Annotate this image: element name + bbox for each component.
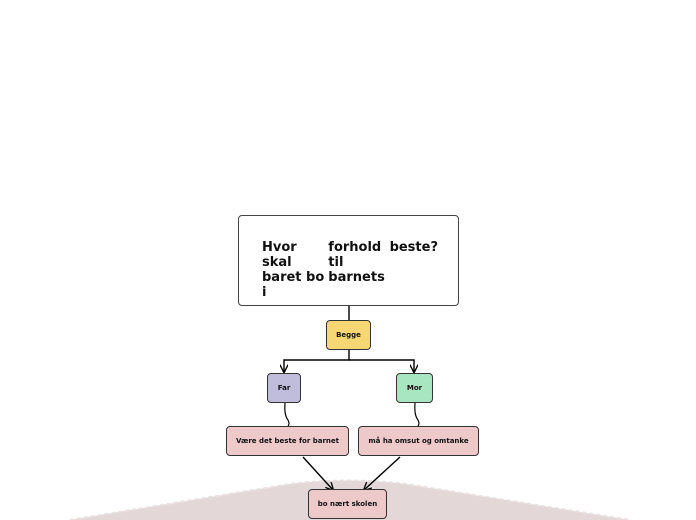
begge-label: Begge bbox=[336, 331, 361, 339]
mor-label: Mor bbox=[406, 384, 423, 392]
connector-far-vaere bbox=[284, 402, 290, 427]
begge-node[interactable]: Begge bbox=[326, 320, 371, 350]
connector-begge-far bbox=[284, 350, 350, 372]
main-topic-line-3: beste? bbox=[389, 240, 438, 255]
bo-naert-skolen-node[interactable]: bo nært skolen bbox=[308, 489, 387, 519]
connector-maa-bo bbox=[364, 456, 401, 490]
vaere-det-beste-label: Være det beste for barnet bbox=[235, 437, 339, 445]
maa-ha-omsut-node[interactable]: må ha omsut og omtanke bbox=[358, 426, 479, 456]
connector-begge-mor bbox=[349, 359, 414, 372]
connector-vaere-bo bbox=[302, 456, 333, 490]
vaere-det-beste-node[interactable]: Være det beste for barnet bbox=[226, 426, 349, 456]
bo-naert-skolen-label: bo nært skolen bbox=[317, 500, 378, 508]
ground-mound-edge bbox=[69, 479, 631, 520]
connector-mor-maa bbox=[414, 402, 420, 427]
main-topic-line-2: forhold til barnets bbox=[328, 240, 385, 285]
far-node[interactable]: Far bbox=[267, 373, 301, 403]
maa-ha-omsut-label: må ha omsut og omtanke bbox=[368, 437, 469, 445]
mor-node[interactable]: Mor bbox=[396, 373, 433, 403]
far-label: Far bbox=[277, 384, 291, 392]
main-topic-line-1: Hvor skal baret bo i bbox=[262, 240, 325, 300]
main-topic-node[interactable]: Hvor skal baret bo i forhold til barnets… bbox=[238, 215, 459, 306]
